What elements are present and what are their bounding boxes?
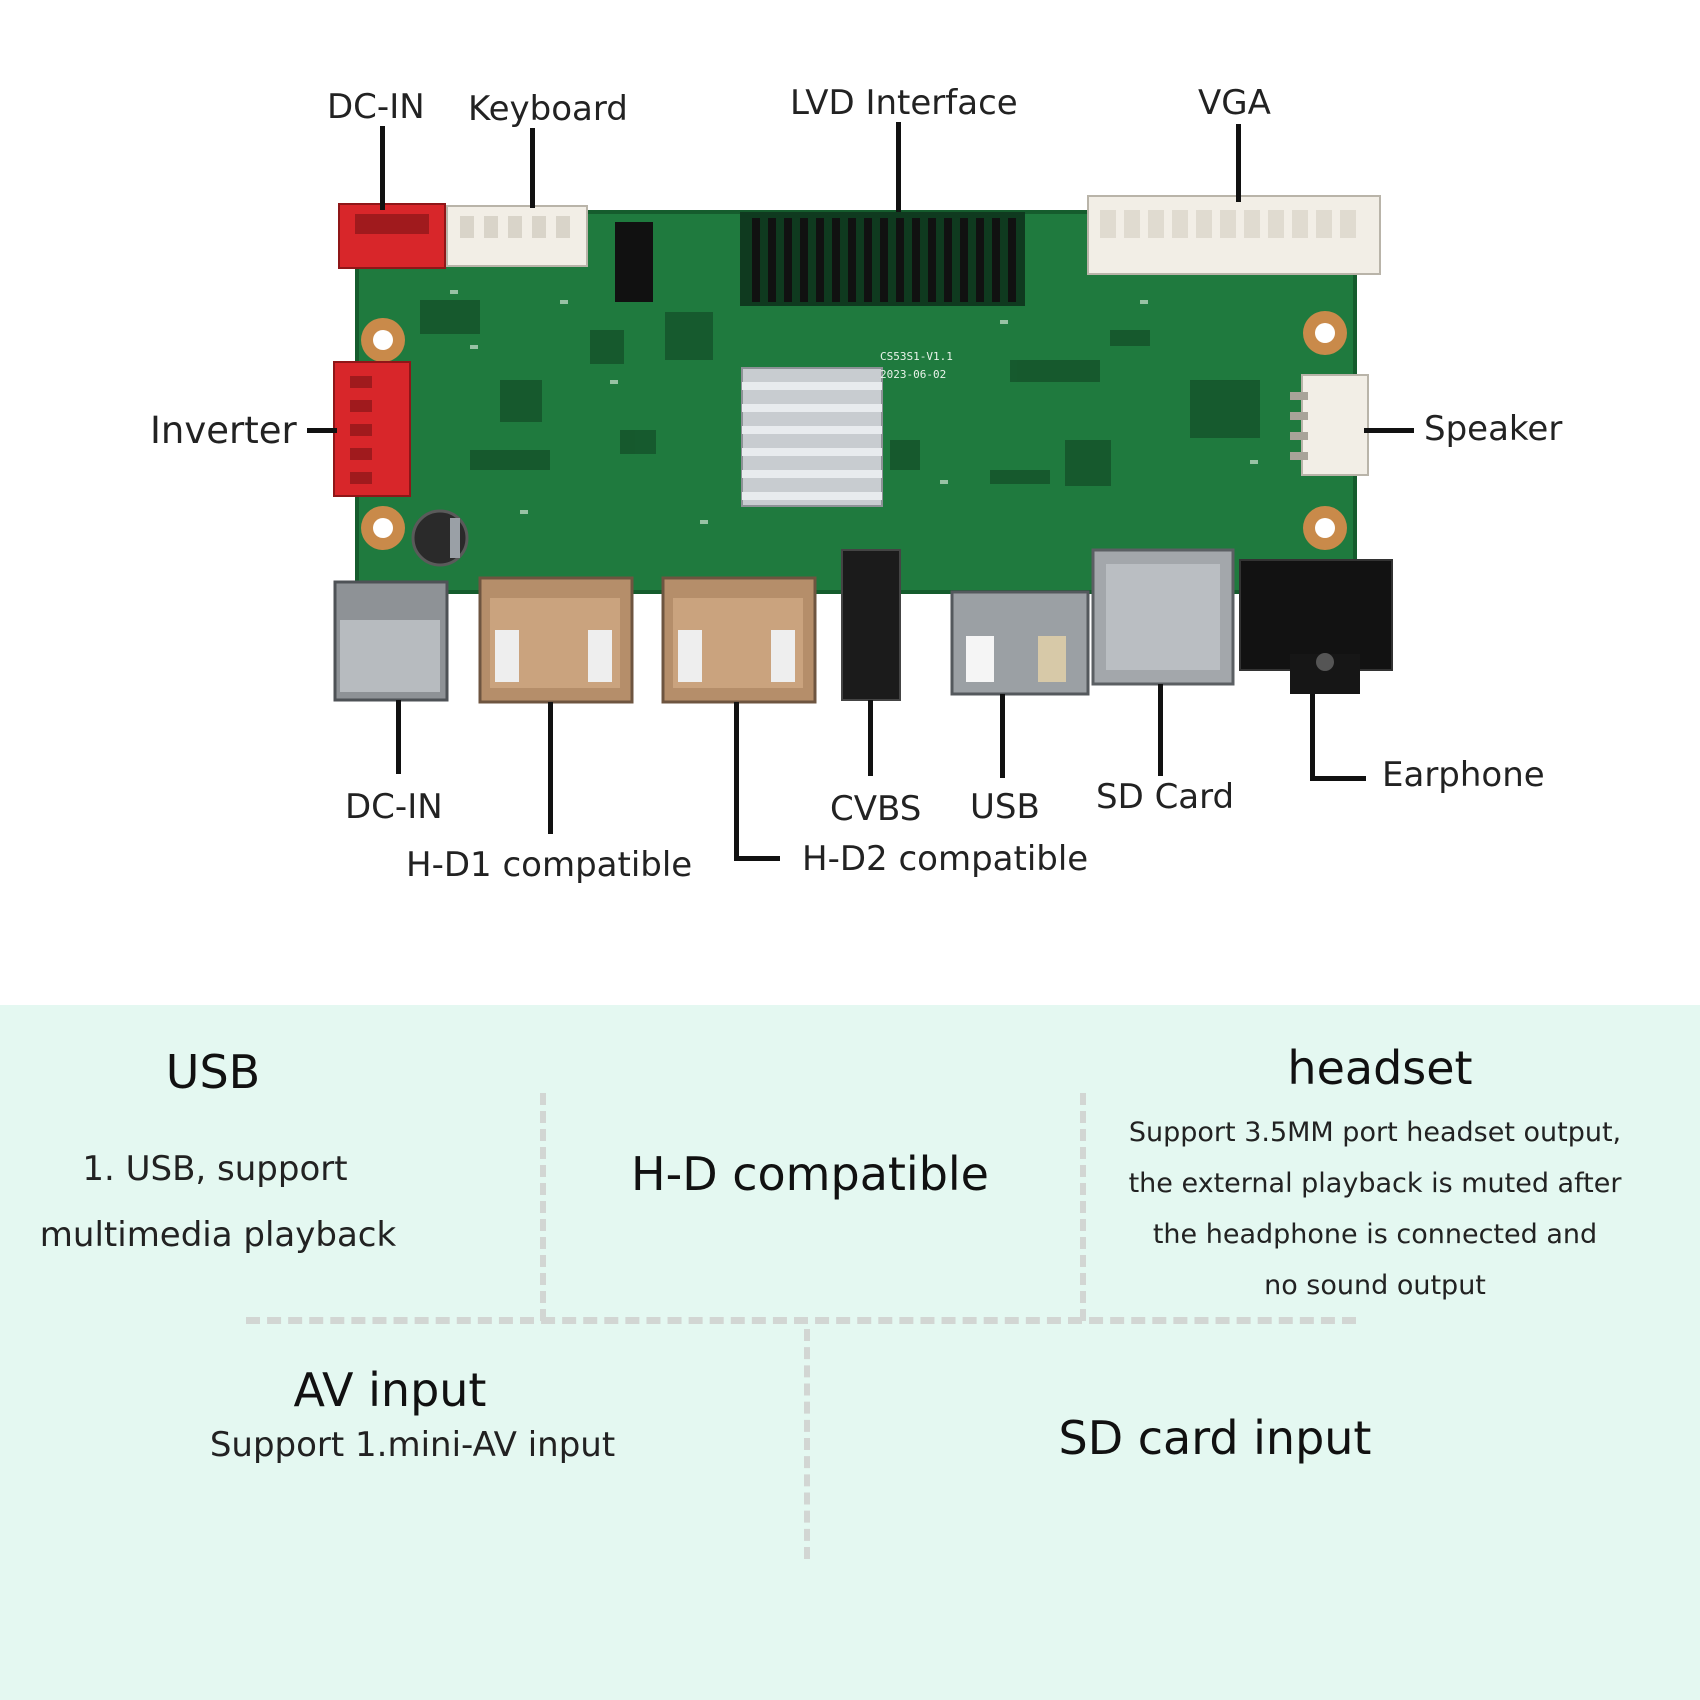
callout-inverter: Inverter — [150, 409, 297, 452]
callout-hd2: H-D2 compatible — [802, 839, 1089, 879]
callout-vga: VGA — [1198, 83, 1271, 123]
callout-earphone: Earphone — [1382, 755, 1545, 795]
leader-hd1 — [548, 702, 553, 834]
divider-vertical-3 — [804, 1329, 810, 1559]
callout-sd-card: SD Card — [1096, 777, 1235, 817]
leader-hd2-h — [734, 856, 780, 861]
feature-sd-title: SD card input — [1058, 1411, 1372, 1465]
divider-vertical-1 — [540, 1093, 546, 1321]
callout-dc-in-top: DC-IN — [327, 87, 425, 127]
callout-hd1: H-D1 compatible — [406, 845, 693, 885]
feature-headset-desc-3: the headphone is connected and — [1152, 1219, 1598, 1250]
leader-usb — [1000, 694, 1005, 778]
leader-dc-in-bottom — [396, 700, 401, 774]
hdmi-port-2 — [661, 576, 817, 704]
smd-components — [420, 300, 1260, 486]
board-date-text: 2023-06-02 — [880, 368, 946, 381]
speaker-connector — [1301, 374, 1369, 476]
earphone-jack — [1239, 559, 1393, 694]
callout-usb: USB — [970, 787, 1040, 827]
leader-keyboard — [530, 128, 535, 208]
feature-usb-desc-2: multimedia playback — [39, 1215, 397, 1255]
feature-hd-title: H-D compatible — [631, 1147, 989, 1201]
feature-av-title: AV input — [293, 1363, 487, 1417]
dc-in-top-connector — [338, 203, 446, 269]
callout-dc-in-bottom: DC-IN — [345, 787, 443, 827]
leader-vga — [1236, 124, 1241, 202]
leader-sd-card — [1158, 684, 1163, 776]
callout-lvd-interface: LVD Interface — [790, 83, 1018, 123]
divider-horizontal — [246, 1317, 1356, 1324]
divider-vertical-2 — [1080, 1093, 1086, 1321]
leader-dc-in-top — [380, 126, 385, 210]
callout-speaker: Speaker — [1424, 409, 1563, 449]
heatsink — [741, 367, 883, 507]
usb-port — [950, 590, 1090, 696]
feature-av-desc-1: Support 1.mini-AV input — [209, 1425, 616, 1465]
feature-usb-title: USB — [165, 1045, 261, 1099]
feature-usb-desc-1: 1. USB, support — [82, 1149, 348, 1189]
lvd-pins — [752, 218, 1016, 302]
board-model-text: CS53S1-V1.1 — [880, 350, 953, 363]
cvbs-jack — [841, 549, 901, 701]
feature-headset-desc-1: Support 3.5MM port headset output, — [1128, 1117, 1622, 1148]
leader-lvd — [896, 122, 901, 212]
jumper-header — [615, 222, 653, 302]
leader-speaker — [1364, 428, 1414, 433]
mounting-holes — [361, 311, 1347, 550]
feature-headset-desc-2: the external playback is muted after — [1128, 1168, 1622, 1199]
callout-keyboard: Keyboard — [468, 89, 628, 129]
hdmi-port-1 — [478, 576, 634, 704]
leader-hd2-v — [734, 702, 739, 860]
leader-earphone-h — [1310, 776, 1366, 781]
board-photo-area: CS53S1-V1.1 2023-06-02 — [150, 83, 1563, 885]
leader-inverter — [307, 428, 337, 433]
silkscreen-dots — [450, 290, 1258, 524]
pcb-board-illustration: CS53S1-V1.1 2023-06-02 — [333, 195, 1393, 704]
leader-cvbs — [868, 700, 873, 776]
feature-headset-title: headset — [1287, 1041, 1473, 1095]
leader-earphone-v — [1310, 694, 1315, 780]
callout-cvbs: CVBS — [830, 789, 922, 829]
feature-headset-desc-4: no sound output — [1264, 1270, 1486, 1301]
features-panel: USB 1. USB, support multimedia playback … — [0, 1005, 1700, 1700]
